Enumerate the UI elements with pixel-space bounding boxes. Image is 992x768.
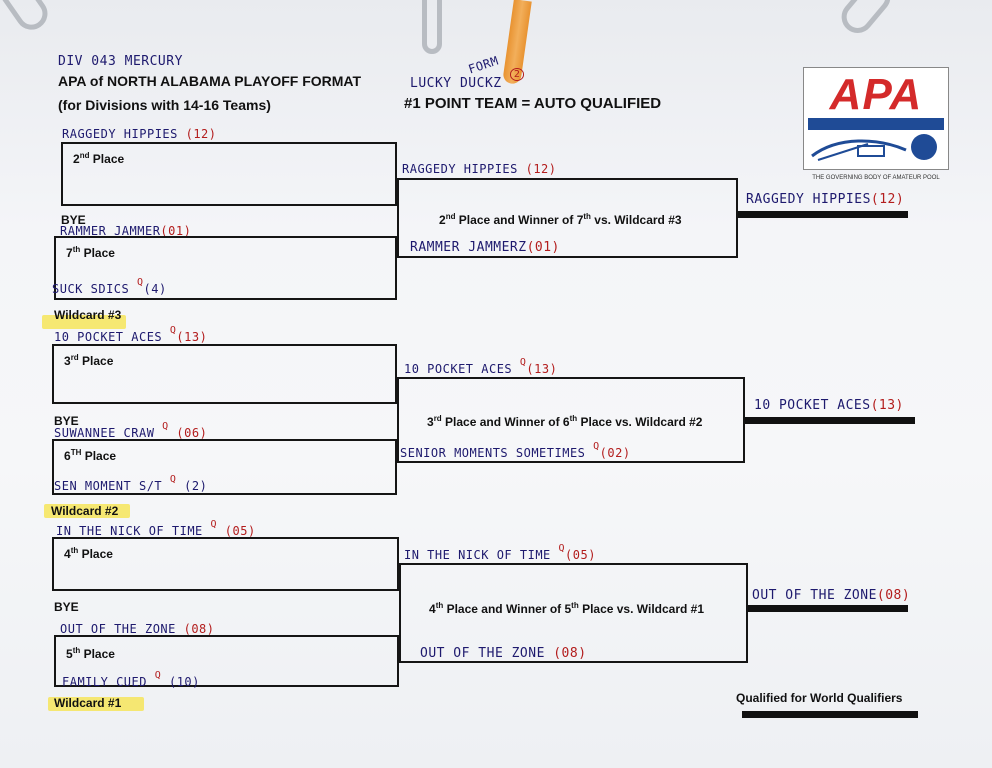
bracket3-wildcard-team: FAMILY CUED Q (10) — [62, 670, 200, 689]
bracket2-top-place: 3rd Place — [64, 353, 114, 368]
bracket2-match-slot: 3rd Place and Winner of 6th Place vs. Wi… — [397, 377, 745, 463]
bracket1-match-bottom-team: RAMMER JAMMERZ(01) — [410, 240, 560, 255]
binder-ring-left — [0, 0, 54, 36]
bracket3-bye: BYE — [54, 600, 79, 614]
wildcard1-label: Wildcard #1 — [54, 696, 122, 710]
qualified-legend-line — [742, 711, 918, 718]
bracket3-match-bottom-team: OUT OF THE ZONE (08) — [420, 646, 587, 661]
apa-logo-stripe — [808, 118, 944, 130]
bracket2-top-team: 10 POCKET ACES Q(13) — [54, 325, 208, 344]
binder-ring-right — [835, 0, 897, 40]
lucky-team: LUCKY DUCKZ — [410, 76, 502, 91]
qualified-legend-label: Qualified for World Qualifiers — [736, 691, 903, 705]
apa-logo: APA THE GOVERNING BODY OF AMATEUR POOL — [803, 67, 949, 181]
bracket2-bottom-team: SUWANNEE CRAW Q (06) — [54, 421, 208, 440]
wildcard2-highlight — [44, 504, 130, 518]
page-title: APA of NORTH ALABAMA PLAYOFF FORMAT — [58, 73, 362, 89]
bracket1-winner-line — [738, 211, 908, 218]
bracket1-bottom-team: RAMMER JAMMER(01) — [60, 224, 192, 238]
bracket3-match-label: 4th Place and Winner of 5th Place vs. Wi… — [429, 601, 705, 616]
cue-ball-icon — [811, 134, 937, 161]
bracket1-match-label: 2nd Place and Winner of 7th vs. Wildcard… — [439, 212, 682, 227]
bracket3-match-top-team: IN THE NICK OF TIME Q(05) — [404, 543, 596, 562]
bracket2-match-top-team: 10 POCKET ACES Q(13) — [404, 357, 558, 376]
bracket3-top-team: IN THE NICK OF TIME Q (05) — [56, 519, 256, 538]
bracket2-bottom-slot: 6TH Place SEN MOMENT S/T Q (2) — [52, 439, 397, 495]
bracket3-top-slot: 4th Place — [52, 537, 399, 591]
bracket3-bottom-place: 5th Place — [66, 646, 115, 661]
bracket1-bottom-slot: 7th Place SUCK SDICS Q(4) — [52, 236, 397, 300]
wildcard1-highlight — [48, 697, 144, 711]
apa-logo-letters: APA — [829, 70, 923, 119]
bracket3-bottom-slot: 5th Place FAMILY CUED Q (10) — [54, 635, 399, 689]
wildcard3-highlight — [42, 315, 126, 329]
bracket3-bottom-team: OUT OF THE ZONE (08) — [60, 622, 215, 636]
bracket2-match-bottom-team: SENIOR MOMENTS SOMETIMES Q(02) — [400, 441, 631, 460]
wildcard2-label: Wildcard #2 — [51, 504, 119, 518]
bracket2-wildcard-team: SEN MOMENT S/T Q (2) — [54, 474, 208, 493]
bracket2-winner-line — [745, 417, 915, 424]
bracket1-bottom-place: 7th Place — [66, 245, 115, 260]
bracket1-top-place: 2nd Place — [73, 151, 125, 166]
bracket1-bye: BYE — [61, 213, 86, 227]
bracket1-match-top-team: RAGGEDY HIPPIES (12) — [402, 162, 557, 176]
bracket2-winner-team: 10 POCKET ACES(13) — [754, 398, 904, 413]
bracket2-bottom-place: 6TH Place — [64, 448, 117, 463]
bracket1-match-slot: 2nd Place and Winner of 7th vs. Wildcard… — [397, 178, 738, 258]
binder-ring-middle — [422, 0, 442, 54]
lucky-duckz-note: LUCKY DUCKZ 2 — [410, 68, 525, 91]
bracket2-match-label: 3rd Place and Winner of 6th Place vs. Wi… — [427, 414, 703, 429]
page-subtitle: (for Divisions with 14-16 Teams) — [58, 97, 271, 113]
division-note: DIV 043 MERCURY — [58, 54, 183, 69]
bracket3-winner-line — [748, 605, 908, 612]
bracket3-winner-team: OUT OF THE ZONE(08) — [752, 588, 911, 603]
bracket1-top-team: RAGGEDY HIPPIES (12) — [62, 127, 217, 141]
bracket3-match-slot: 4th Place and Winner of 5th Place vs. Wi… — [399, 563, 748, 663]
lucky-score-circled: 2 — [509, 68, 525, 81]
wildcard3-label: Wildcard #3 — [54, 308, 122, 322]
bracket1-wildcard-team: SUCK SDICS Q(4) — [52, 277, 167, 296]
bracket1-winner-team: RAGGEDY HIPPIES(12) — [746, 192, 905, 207]
auto-qualified-note: #1 POINT TEAM = AUTO QUALIFIED — [404, 95, 662, 112]
bracket2-top-slot: 3rd Place — [52, 344, 397, 404]
apa-logo-tagline: THE GOVERNING BODY OF AMATEUR POOL — [812, 175, 940, 181]
bracket2-bye: BYE — [54, 414, 79, 428]
bracket1-top-slot: 2nd Place — [61, 142, 397, 206]
bracket3-top-place: 4th Place — [64, 546, 113, 561]
form-note: FORM — [466, 53, 501, 77]
